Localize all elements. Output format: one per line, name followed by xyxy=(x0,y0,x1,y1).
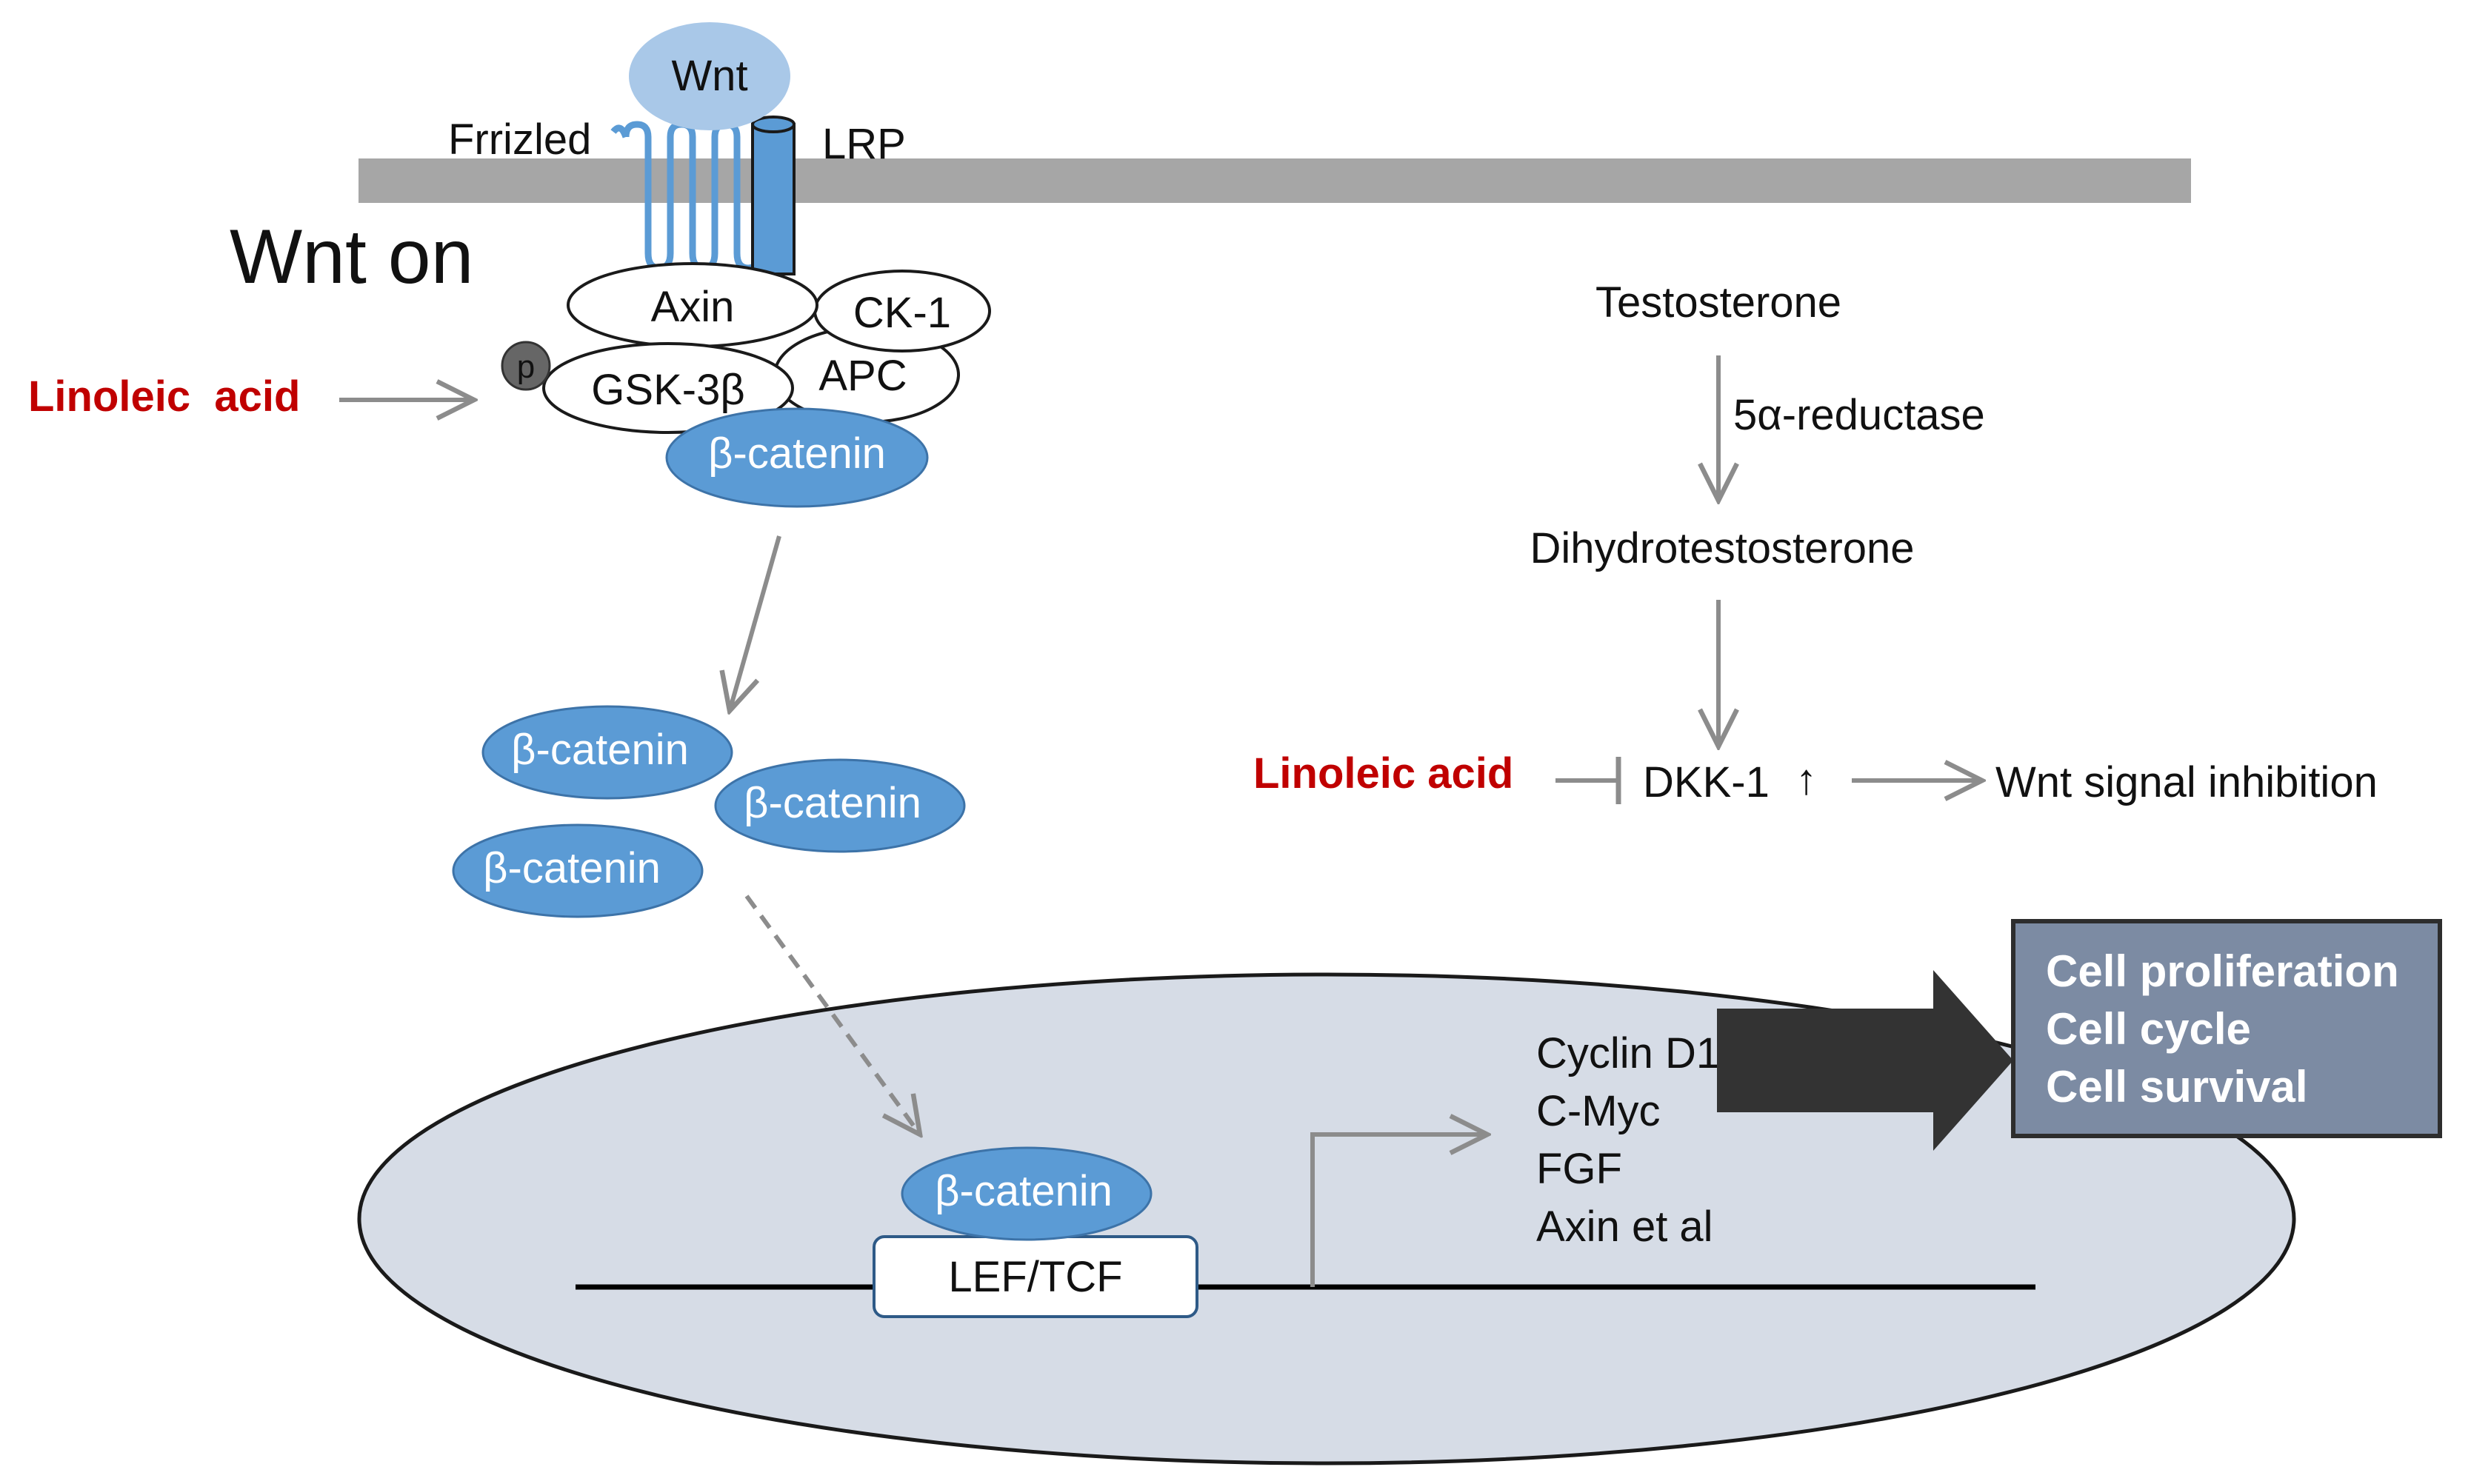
enzyme-label: 5α-reductase xyxy=(1733,391,1985,439)
apc-label: APC xyxy=(818,352,907,400)
linoleic-acid-left: Linoleic acid xyxy=(28,372,300,421)
beta-catenin-cytoplasm-3-label: β-catenin xyxy=(483,844,661,892)
beta-catenin-cytoplasm-1 xyxy=(481,705,733,800)
lrp-label: LRP xyxy=(822,120,906,168)
dkk1-label: DKK-1 xyxy=(1643,758,1770,806)
frizzled-n-terminus xyxy=(610,124,630,138)
wnt-inhibition-label: Wnt signal inhibition xyxy=(1995,758,2378,806)
wnt-ligand xyxy=(629,22,790,130)
ck1-label: CK-1 xyxy=(853,289,951,337)
beta-catenin-cytoplasm-2 xyxy=(714,758,966,853)
beta-catenin-cytoplasm-2-label: β-catenin xyxy=(744,779,921,827)
target-gene-3: FGF xyxy=(1536,1145,1622,1193)
lrp-receptor xyxy=(751,123,796,275)
lrp-receptor-top xyxy=(751,116,796,133)
wnt-label: Wnt xyxy=(671,52,747,100)
target-gene-1: Cyclin D1 xyxy=(1536,1029,1720,1077)
cell-membrane xyxy=(359,158,2191,203)
dht-label: Dihydrotestosterone xyxy=(1530,524,1914,572)
frizzled-label: Frrizled xyxy=(448,116,591,164)
release-arrow xyxy=(730,535,781,711)
outcome-3: Cell survival xyxy=(2046,1062,2308,1112)
beta-catenin-nuclear xyxy=(901,1146,1153,1241)
nucleus xyxy=(357,972,2296,1465)
outcome-block-arrow xyxy=(1717,970,2013,1151)
beta-catenin-cytoplasm-3 xyxy=(452,823,704,918)
dkk1-up-arrow: ↑ xyxy=(1795,755,1817,803)
linoleic-acid-right: Linoleic acid xyxy=(1253,749,1513,798)
outcome-2: Cell cycle xyxy=(2046,1004,2251,1054)
gsk3b-node xyxy=(542,342,794,434)
outcome-box xyxy=(2011,919,2442,1138)
frizzled-receptor xyxy=(622,121,763,272)
beta-catenin-complex xyxy=(665,407,929,508)
lef-tcf-label: LEF/TCF xyxy=(948,1253,1122,1301)
beta-catenin-nuclear-label: β-catenin xyxy=(935,1167,1113,1215)
testosterone-label: Testosterone xyxy=(1595,278,1841,327)
beta-catenin-cytoplasm-1-label: β-catenin xyxy=(511,726,689,774)
wnt-on-label: Wnt on xyxy=(230,214,473,300)
axin-label: Axin xyxy=(651,283,735,331)
nuclear-translocation-arrow xyxy=(744,895,920,1134)
phospho-label: p xyxy=(517,349,535,385)
target-gene-2: C-Myc xyxy=(1536,1087,1661,1135)
gsk3b-label: GSK-3β xyxy=(591,366,744,414)
target-gene-4: Axin et al xyxy=(1536,1203,1713,1251)
phospho-group xyxy=(501,341,551,391)
beta-catenin-complex-label: β-catenin xyxy=(708,430,886,478)
transcription-arrow xyxy=(1310,1134,1487,1287)
outcome-1: Cell proliferation xyxy=(2046,946,2399,996)
